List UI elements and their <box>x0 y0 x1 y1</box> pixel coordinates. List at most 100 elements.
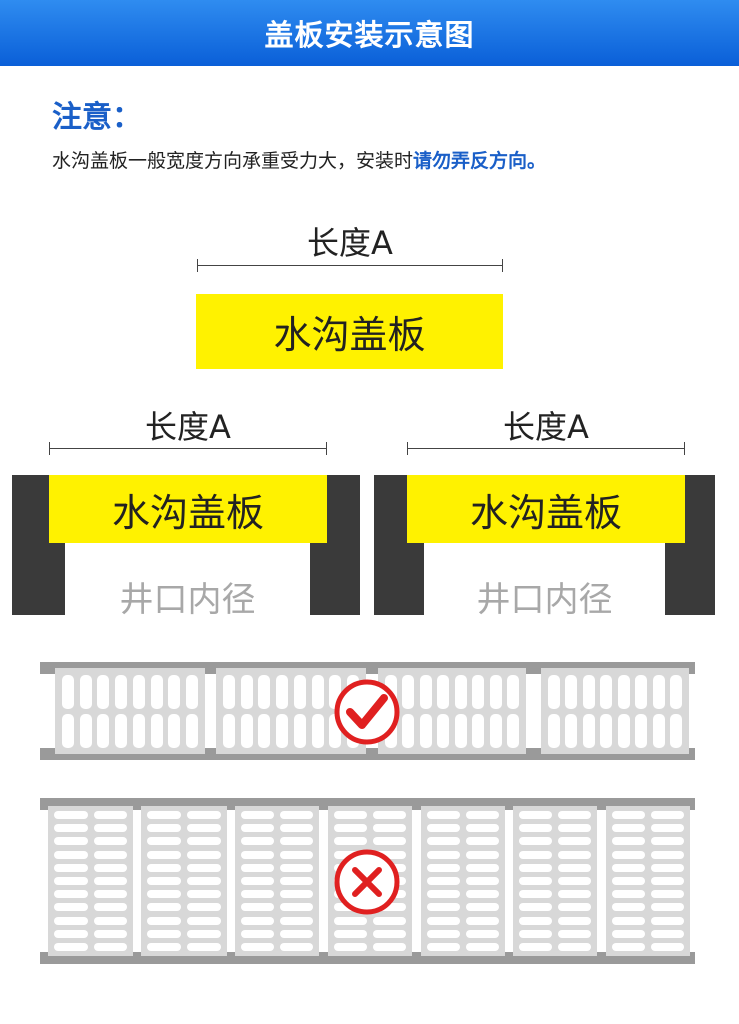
grate-slot <box>93 877 127 885</box>
grate-slot <box>79 675 92 709</box>
grate-slot <box>280 877 313 885</box>
grate-slot <box>241 824 274 833</box>
grate-slot <box>519 850 552 859</box>
grate-slot <box>612 850 645 859</box>
grate-slot <box>519 890 552 899</box>
grate-slot <box>612 877 645 885</box>
grate-slot <box>600 714 613 748</box>
note-text-highlight: 请勿弄反方向。 <box>413 150 547 172</box>
grate-slot <box>54 943 88 951</box>
grate-slot <box>427 890 460 899</box>
grate-slot <box>293 714 306 748</box>
grate-slot <box>147 929 181 938</box>
grate-slot <box>241 916 274 925</box>
grate-slot <box>334 837 367 846</box>
grate-slot <box>565 714 578 748</box>
grate-slot <box>651 929 684 938</box>
grate-slot <box>489 714 502 748</box>
top-dimension-line <box>197 259 503 272</box>
grate-slot <box>147 850 181 859</box>
grate-slot <box>519 903 552 912</box>
grate-slot <box>427 877 460 885</box>
grate-slot <box>612 916 645 925</box>
grate-slot <box>93 811 127 819</box>
grate-slot <box>147 916 181 925</box>
grate-slot <box>62 714 74 748</box>
left-dimension-line <box>49 442 327 455</box>
grate-slot <box>558 850 591 859</box>
grate-slot <box>466 811 499 819</box>
grate-slot <box>280 916 313 925</box>
grate-slot <box>187 824 221 833</box>
grate-slot <box>519 877 552 885</box>
grate-slot <box>437 675 450 709</box>
grate-slot <box>54 903 88 912</box>
grate-slot <box>147 811 181 819</box>
grate-slot <box>427 811 460 819</box>
top-length-label: 长度A <box>307 224 393 262</box>
grate-slot <box>241 929 274 938</box>
grate-slot <box>466 890 499 899</box>
grate-slot <box>187 929 221 938</box>
grate-slot <box>93 824 127 833</box>
grate-slot <box>373 811 406 819</box>
grate-slot <box>519 929 552 938</box>
grate-slot <box>466 903 499 912</box>
grate-slot <box>612 903 645 912</box>
grate-slot <box>612 929 645 938</box>
grate-slot <box>147 943 181 951</box>
top-cover-plate: 水沟盖板 <box>196 294 503 369</box>
grate-slot <box>280 850 313 859</box>
grate-slot <box>276 675 289 709</box>
grate-slot <box>373 903 406 912</box>
x-circle-icon <box>333 848 401 920</box>
grate-slot <box>466 877 499 885</box>
grate-slot <box>280 943 313 951</box>
grate-slot <box>651 811 684 819</box>
grate-slot <box>54 850 88 859</box>
grate-slot <box>258 714 271 748</box>
note-text: 水沟盖板一般宽度方向承重受力大，安装时请勿弄反方向。 <box>52 146 546 173</box>
note-title: 注意： <box>52 100 142 135</box>
grate-slot <box>168 714 181 748</box>
grate-slot <box>280 837 313 846</box>
grate-slot <box>600 675 613 709</box>
grate-slot <box>402 675 415 709</box>
grate-slot <box>652 714 665 748</box>
grate-slot <box>466 850 499 859</box>
grate-slot <box>93 890 127 899</box>
grate-slot <box>334 929 367 938</box>
grate-slot <box>187 877 221 885</box>
grate-slot <box>519 943 552 951</box>
grate-slot <box>150 675 163 709</box>
grate-slot <box>419 675 432 709</box>
grate-slot <box>507 675 519 709</box>
grate-slot <box>454 675 467 709</box>
grate-slot <box>612 824 645 833</box>
grate-slot <box>54 863 88 872</box>
grate-slot <box>466 943 499 951</box>
grate-slot <box>311 714 324 748</box>
grate-slot <box>548 714 560 748</box>
grate-slot <box>293 675 306 709</box>
page-header: 盖板安装示意图 <box>0 0 739 66</box>
grate-slot <box>558 837 591 846</box>
grate-slot <box>652 675 665 709</box>
grate-slot <box>582 714 595 748</box>
grate-slot <box>651 943 684 951</box>
grate-slot <box>427 837 460 846</box>
grate-slot <box>651 903 684 912</box>
grate-slot <box>427 943 460 951</box>
grate-slot <box>241 890 274 899</box>
grate-slot <box>187 890 221 899</box>
left-cover-plate: 水沟盖板 <box>49 475 327 543</box>
grate-slot <box>187 850 221 859</box>
grate-slot <box>519 824 552 833</box>
grate-slot <box>280 890 313 899</box>
grate-slot <box>132 675 145 709</box>
grate-slot <box>466 837 499 846</box>
grate-slot <box>472 675 485 709</box>
grate-slot <box>150 714 163 748</box>
grate-slot <box>93 837 127 846</box>
grate-slot <box>670 675 682 709</box>
